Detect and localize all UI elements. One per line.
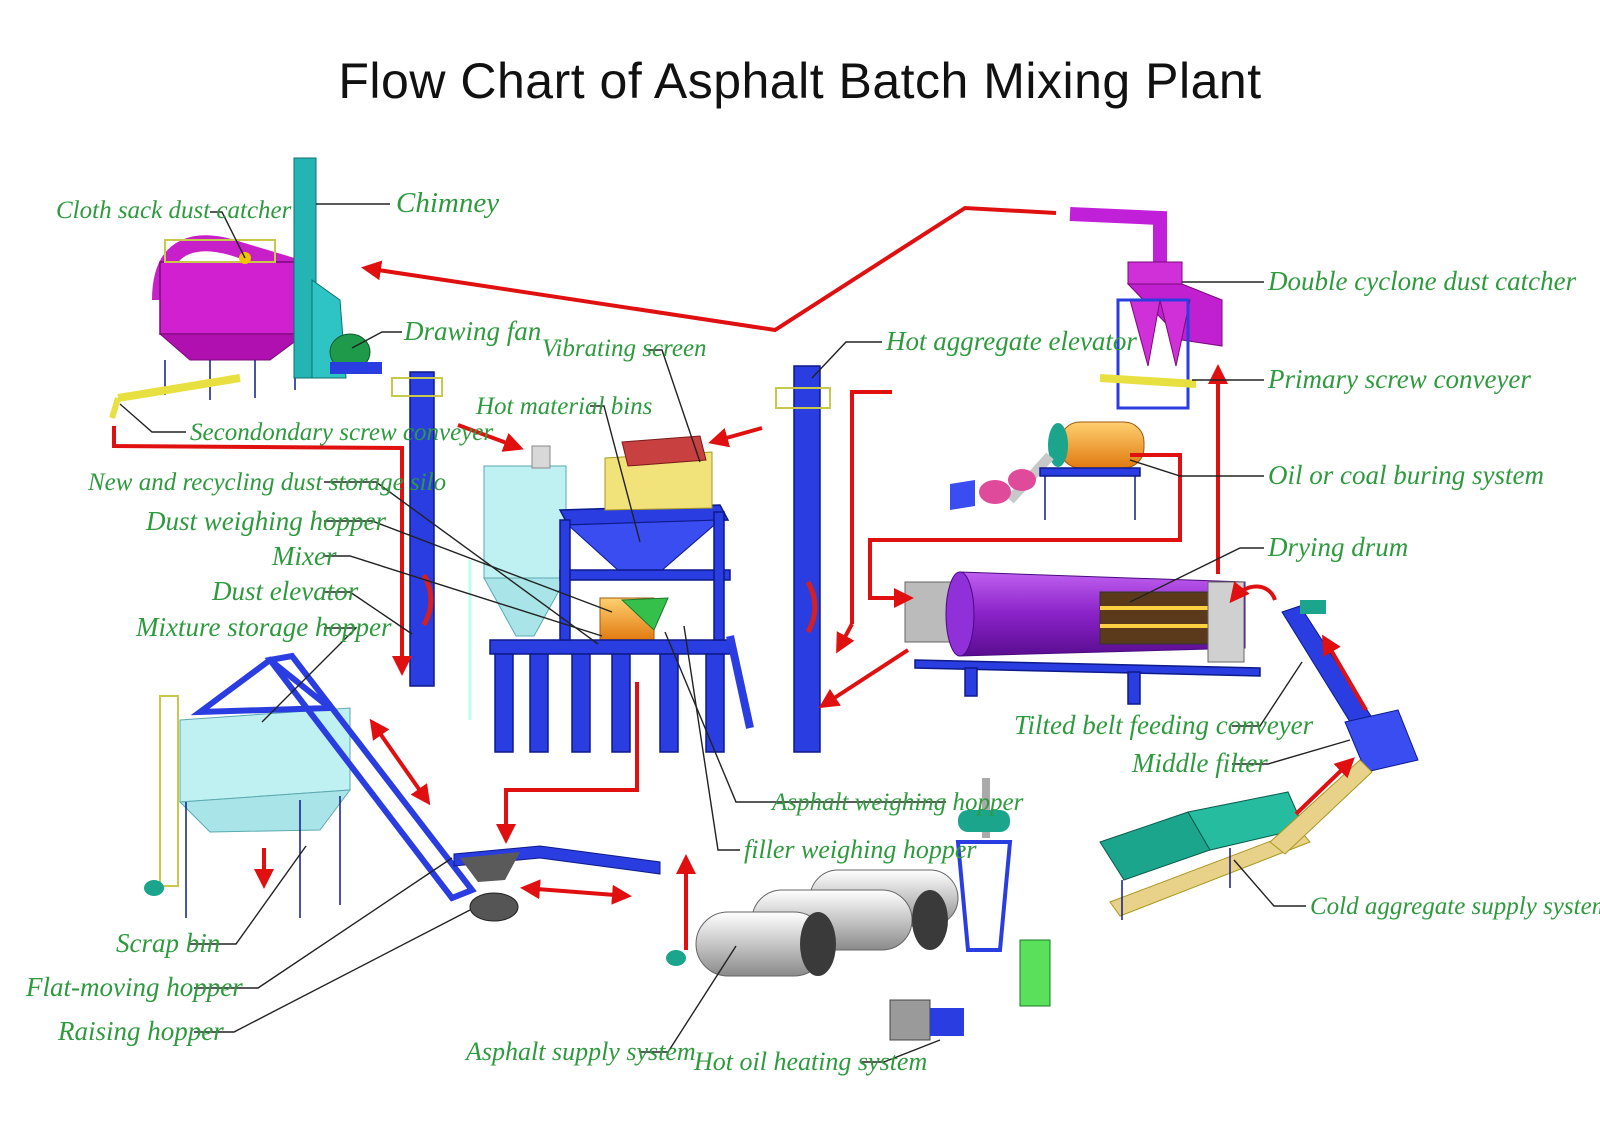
label-asphalt-supply-system: Asphalt supply system <box>464 1037 696 1066</box>
dust-elevator-equipment <box>391 371 443 687</box>
label-vibrating-screen: Vibrating screen <box>542 335 707 362</box>
dust-silo-equipment <box>468 445 567 720</box>
label-oil-coal-burning-system: Oil or coal buring system <box>1268 460 1544 490</box>
double-cyclone-equipment <box>1069 207 1223 410</box>
page-title: Flow Chart of Asphalt Batch Mixing Plant <box>338 53 1262 109</box>
label-asphalt-weighing-hopper: Asphalt weighing hopper <box>770 789 1024 816</box>
label-filler-weighing-hopper: filler weighing hopper <box>744 835 977 864</box>
label-drawing-fan: Drawing fan <box>403 316 541 346</box>
hot-aggregate-elevator-equipment <box>775 365 831 753</box>
leader-lines <box>119 203 1351 1063</box>
drying-drum-equipment <box>904 571 1261 705</box>
label-cold-aggregate-supply-system: Cold aggregate supply system <box>1310 893 1600 920</box>
label-hot-oil-heating-system: Hot oil heating system <box>693 1047 927 1076</box>
flat-moving-equipment <box>453 845 661 882</box>
flow-arrows <box>112 205 1368 950</box>
label-flat-moving-hopper: Flat-moving hopper <box>25 972 243 1002</box>
chimney-equipment <box>293 157 347 379</box>
cold-aggregate-equipment <box>1099 759 1373 920</box>
baghouse-equipment <box>152 235 307 400</box>
label-mixer: Mixer <box>271 541 337 571</box>
secondary-screw-equipment <box>109 374 241 419</box>
label-dust-storage-silo: New and recycling dust storage silo <box>87 469 446 496</box>
label-hot-material-bins: Hot material bins <box>475 393 652 420</box>
label-primary-screw-conveyer: Primary screw conveyer <box>1267 364 1531 394</box>
component-labels: Cloth sack dust catcher Chimney Drawing … <box>25 187 1600 1076</box>
label-hot-aggregate-elevator: Hot aggregate elevator <box>885 326 1137 356</box>
label-raising-hopper: Raising hopper <box>57 1016 224 1046</box>
label-tilted-belt-feeding-conveyer: Tilted belt feeding conveyer <box>1014 710 1314 740</box>
tilted-belt-equipment <box>1281 600 1419 773</box>
raising-hopper-equipment <box>264 652 519 922</box>
mixture-storage-equipment <box>144 656 352 918</box>
label-middle-filter: Middle filter <box>1131 748 1268 778</box>
hot-oil-heater-equipment <box>889 778 1051 1041</box>
oil-coal-burner-equipment <box>950 421 1145 520</box>
mixing-tower-equipment <box>489 435 754 753</box>
label-double-cyclone-dust-catcher: Double cyclone dust catcher <box>1267 266 1577 296</box>
label-cloth-sack-dust-catcher: Cloth sack dust catcher <box>56 197 292 224</box>
label-dust-weighing-hopper: Dust weighing hopper <box>145 506 386 536</box>
asphalt-tanks-equipment <box>666 869 959 977</box>
label-secondary-screw-conveyer: Secondondary screw conveyer <box>190 419 493 446</box>
label-drying-drum: Drying drum <box>1267 532 1408 562</box>
label-mixture-storage-hopper: Mixture storage hopper <box>135 612 392 642</box>
label-scrap-bin: Scrap bin <box>116 928 220 958</box>
drawing-fan-equipment <box>329 333 382 374</box>
label-chimney: Chimney <box>396 187 499 219</box>
label-dust-elevator: Dust elevator <box>211 576 359 606</box>
